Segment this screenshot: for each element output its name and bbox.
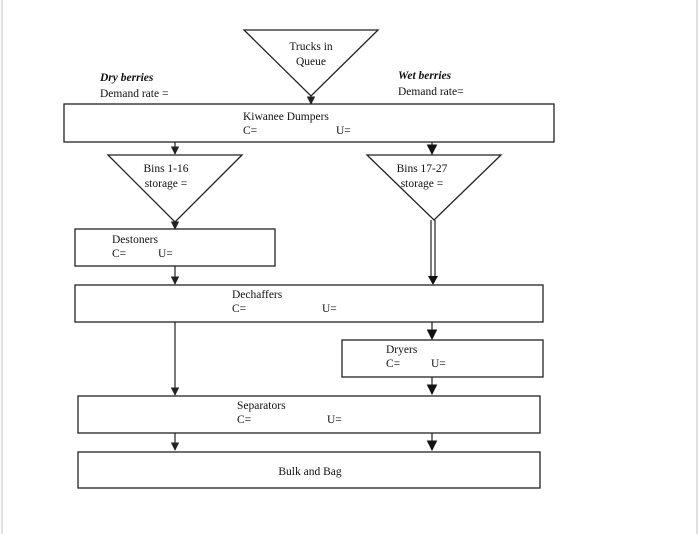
bulk-and-bag-box	[77, 451, 541, 489]
dechaffers-u: U=	[322, 303, 337, 315]
destoners-title: Destoners	[112, 234, 159, 246]
separators-c: C=	[237, 414, 251, 426]
separators-u: U=	[327, 414, 342, 426]
bulk-and-bag-title: Bulk and Bag	[278, 466, 341, 478]
dryers-title: Dryers	[386, 344, 418, 356]
dryers-c: C=	[386, 358, 400, 370]
dechaffers-box	[74, 284, 544, 323]
destoners-box	[74, 228, 276, 267]
dryers-u: U=	[431, 358, 446, 370]
destoners-c: C=	[112, 248, 126, 260]
dechaffers-title: Dechaffers	[232, 289, 283, 301]
kiwanee-u: U=	[336, 125, 351, 137]
separators-box	[77, 395, 541, 434]
bins-17-27-triangle	[365, 154, 503, 221]
dry-berries-title: Dry berries	[99, 72, 154, 84]
separators-title: Separators	[237, 400, 286, 412]
bins-1-16-line2: storage =	[145, 178, 188, 190]
bins-1-16-triangle	[106, 154, 244, 223]
trucks-label-line2: Queue	[296, 56, 326, 68]
wet-berries-title: Wet berries	[398, 70, 452, 82]
destoners-u: U=	[158, 248, 173, 260]
kiwanee-title: Kiwanee Dumpers	[243, 111, 329, 123]
kiwanee-c: C=	[243, 125, 257, 137]
trucks-queue-triangle	[242, 29, 380, 97]
dechaffers-c: C=	[232, 303, 246, 315]
arrow-bins-17-27-dechaffers	[428, 276, 438, 285]
bins-1-16-line1: Bins 1-16	[143, 163, 188, 175]
bins-17-27-line2: storage =	[401, 178, 444, 190]
trucks-label-line1: Trucks in	[289, 41, 333, 53]
wet-berries-demand: Demand rate=	[398, 86, 464, 98]
kiwanee-dumpers-box	[63, 103, 555, 143]
dry-berries-demand: Demand rate =	[100, 88, 168, 100]
bins-17-27-line1: Bins 17-27	[397, 163, 448, 175]
dryers-box	[341, 339, 544, 378]
